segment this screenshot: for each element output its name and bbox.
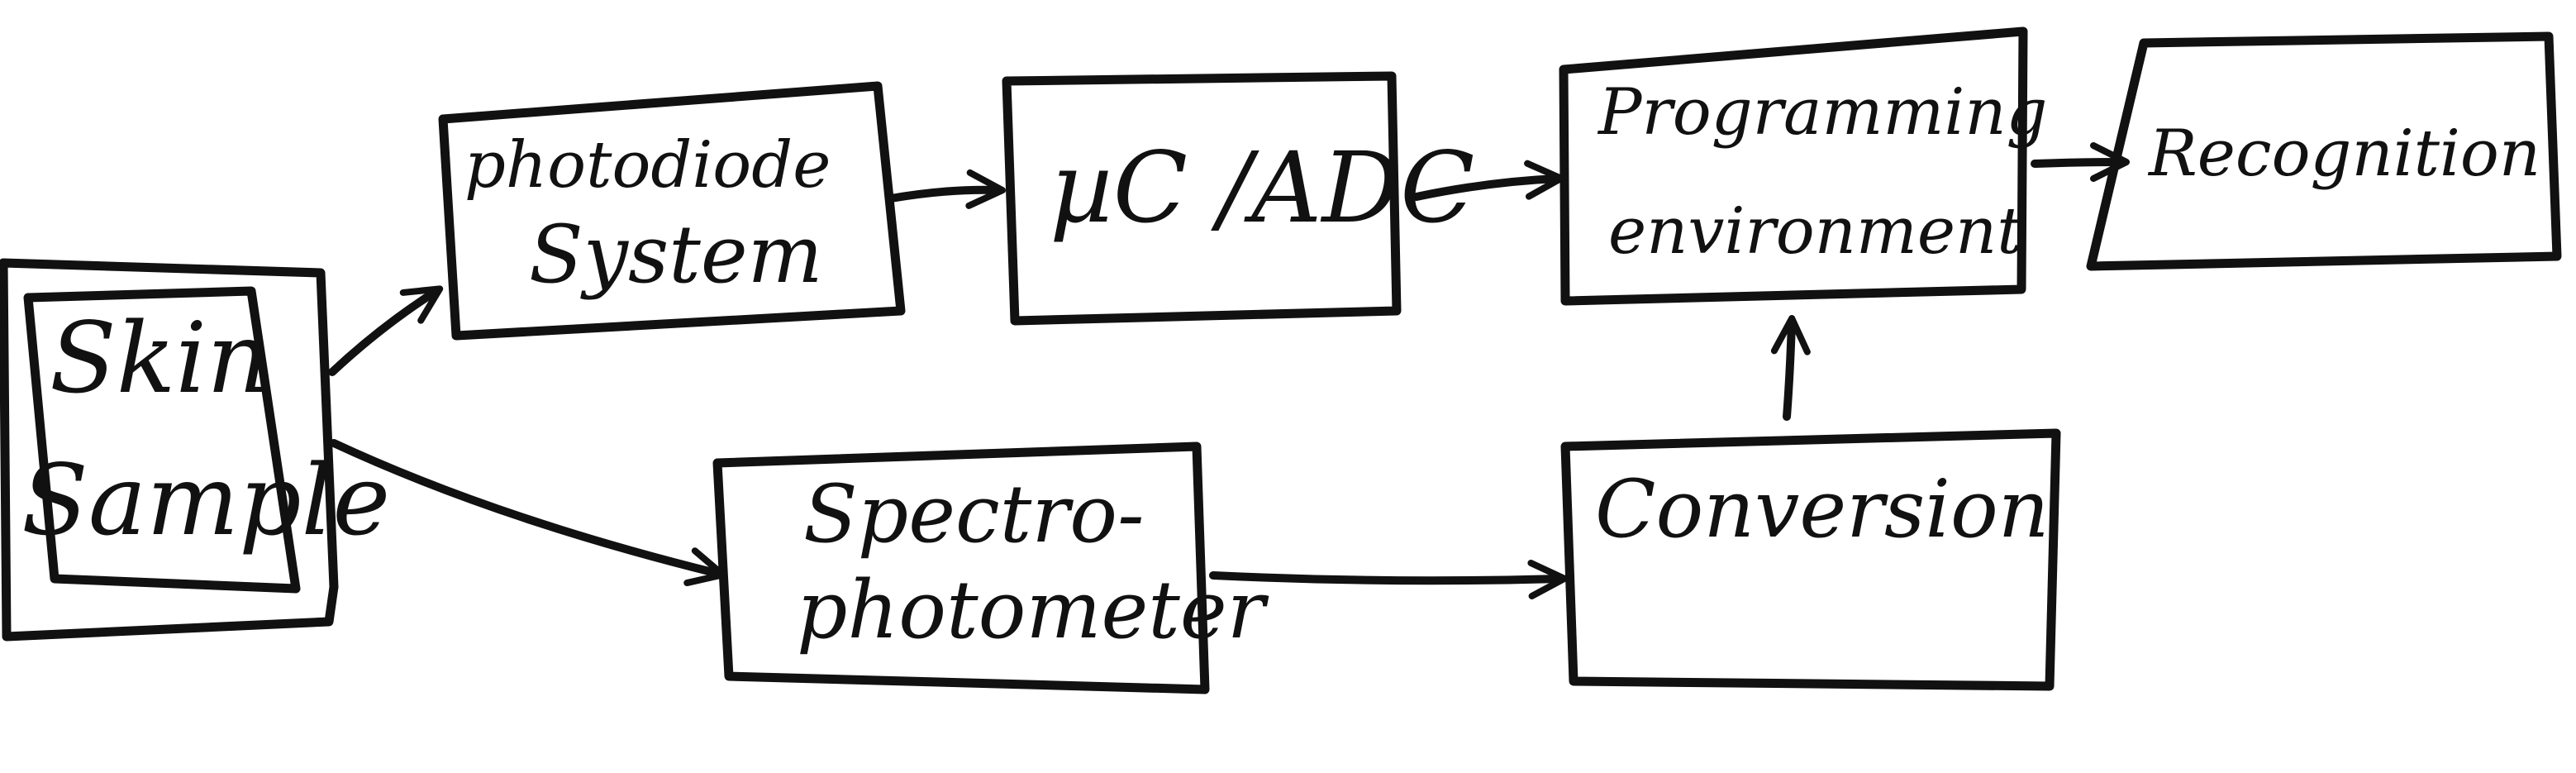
arrow-uc-adc-to-programming [1412, 160, 1564, 201]
skin-sample-node [0, 258, 339, 642]
skin-sample-label-line2: Sample [21, 443, 391, 557]
skin-sample-inner-border [23, 286, 301, 594]
conversion-node [1560, 428, 2061, 691]
skin-sample-outer-border [0, 258, 339, 642]
photodiode-node [438, 81, 906, 341]
photodiode-label-line1: photodiode [464, 128, 831, 203]
arrow-spectrophotometer-to-conversion [1209, 560, 1568, 599]
skin-sample-label-line1: Skin [50, 301, 270, 415]
arrow-photodiode-to-uc-adc [887, 169, 1006, 209]
programming-node [1559, 26, 2028, 306]
programming-label-line2: environment [1608, 194, 2023, 269]
spectrophotometer-node [712, 441, 1210, 694]
spectrophotometer-label-line1: Spectro- [803, 468, 1145, 561]
arrow-skin-to-spectrophotometer [330, 439, 726, 587]
uc-adc-label: µC /ADC [1050, 131, 1475, 245]
conversion-label: Conversion [1595, 463, 2050, 556]
arrow-programming-to-recognition [2031, 142, 2130, 183]
recognition-node [2086, 31, 2562, 271]
programming-label-line1: Programming [1598, 75, 2048, 150]
recognition-label: Recognition [2149, 117, 2541, 191]
photodiode-label-line2: System [529, 208, 823, 301]
uc-adc-node [1002, 71, 1402, 326]
arrow-skin-to-photodiode [328, 285, 444, 376]
spectrophotometer-label-line2: photometer [797, 564, 1265, 656]
arrow-conversion-to-programming [1770, 315, 1811, 421]
